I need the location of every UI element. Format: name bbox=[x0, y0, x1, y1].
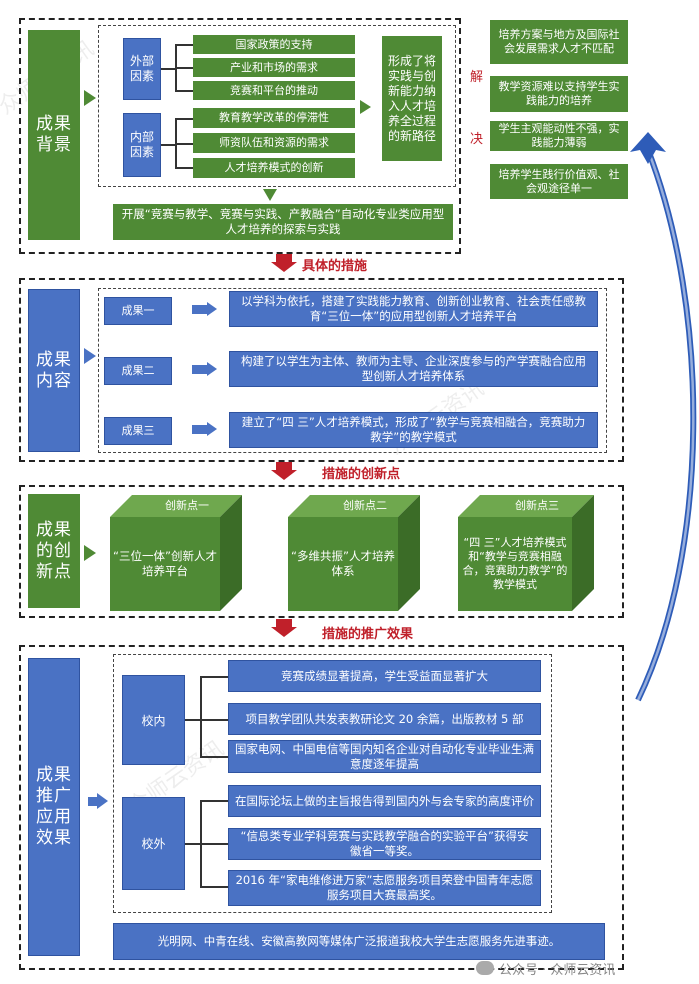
external-factor-label: 外部因素 bbox=[123, 38, 161, 100]
inner-item: 国家电网、中国电信等国内知名企业对自动化专业毕业生满意度逐年提高 bbox=[228, 740, 541, 773]
cube-text: “四 三”人才培养模式和“教学与竞赛相融合，竞赛助力教学”的教学模式 bbox=[462, 536, 568, 591]
feedback-arrow-icon bbox=[630, 132, 697, 702]
section3-title: 成果的创新点 bbox=[28, 494, 80, 608]
solve-char: 决 bbox=[470, 132, 484, 147]
inner-label: 校内 bbox=[122, 675, 185, 765]
section2-title: 成果内容 bbox=[28, 289, 80, 452]
inner-item: 项目教学团队共发表教研论文 20 余篇，出版教材 5 部 bbox=[228, 703, 541, 735]
arrow-down-icon bbox=[271, 262, 297, 272]
arrow-right-icon bbox=[207, 362, 217, 376]
arrow-right-icon bbox=[97, 793, 108, 809]
outer-label: 校外 bbox=[122, 797, 185, 890]
arrow-right-icon bbox=[84, 348, 96, 364]
outer-item: 2016 年“家电维修进万家”志愿服务项目荣登中国青年志愿服务项目大赛最高奖。 bbox=[228, 870, 541, 906]
innovation-cube: 创新点三 “四 三”人才培养模式和“教学与竞赛相融合，竞赛助力教学”的教学模式 bbox=[458, 495, 594, 611]
arrow-right-icon bbox=[84, 90, 96, 106]
internal-factor-label: 内部因素 bbox=[123, 113, 161, 177]
watermark-text: 公众号 · 众师云资讯 bbox=[499, 962, 616, 978]
result-text: 构建了以学生为主体、教师为主导、企业深度参与的产学赛融合应用型创新人才培养体系 bbox=[229, 351, 598, 387]
solve-char: 解 bbox=[470, 70, 484, 85]
result-label: 成果一 bbox=[104, 297, 172, 325]
outer-item: 在国际论坛上做的主旨报告得到国内外与会专家的高度评价 bbox=[228, 785, 541, 817]
problem-box: 培养学生践行价值观、社会观途径单一 bbox=[490, 164, 628, 199]
internal-item: 师资队伍和资源的需求 bbox=[193, 133, 355, 153]
arrow-down-icon bbox=[276, 462, 292, 470]
media-box: 光明网、中青在线、安徽高教网等媒体广泛报道我校大学生志愿服务先进事迹。 bbox=[113, 923, 605, 960]
arrow-label: 措施的推广效果 bbox=[322, 627, 414, 642]
cube-text: “三位一体”创新人才培养平台 bbox=[113, 549, 217, 578]
external-item: 产业和市场的需求 bbox=[193, 58, 355, 77]
arrow-down-icon bbox=[271, 470, 297, 480]
arrow-down-icon bbox=[276, 254, 292, 262]
internal-item: 教育教学改革的停滞性 bbox=[193, 108, 355, 128]
section3-frame bbox=[19, 485, 624, 618]
arrow-down-icon bbox=[276, 619, 292, 627]
problem-box: 教学资源难以支持学生实践能力的培养 bbox=[490, 76, 628, 112]
result-text: 建立了“四 三”人才培养模式，形成了“教学与竞赛相融合，竞赛助力教学”的教学模式 bbox=[229, 412, 598, 448]
problem-box: 学生主观能动性不强，实践能力薄弱 bbox=[490, 121, 628, 151]
result-label: 成果二 bbox=[104, 357, 172, 385]
arrow-right-icon bbox=[360, 100, 371, 114]
section1-title: 成果背景 bbox=[28, 30, 80, 240]
external-item: 竞赛和平台的推动 bbox=[193, 81, 355, 100]
arrow-label: 措施的创新点 bbox=[322, 467, 401, 482]
cube-top-label: 创新点三 bbox=[515, 499, 559, 512]
result-text: 以学科为依托，搭建了实践能力教育、创新创业教育、社会责任感教育“三位一体”的应用… bbox=[229, 291, 598, 327]
inner-item: 竞赛成绩显著提高，学生受益面显著扩大 bbox=[228, 660, 541, 692]
result-box: 形成了将实践与创新能力纳入人才培养全过程的新路径 bbox=[382, 36, 442, 161]
arrow-down-icon bbox=[263, 189, 277, 201]
cube-top-label: 创新点一 bbox=[165, 499, 209, 512]
cube-top-label: 创新点二 bbox=[343, 499, 387, 512]
problem-box: 培养方案与地方及国际社会发展需求人才不匹配 bbox=[490, 20, 628, 64]
cube-text: “多维共振”人才培养体系 bbox=[291, 549, 395, 578]
innovation-cube: 创新点二 “多维共振”人才培养体系 bbox=[288, 495, 420, 611]
arrow-right-icon bbox=[207, 302, 217, 316]
results-frame bbox=[98, 288, 607, 453]
factors-frame bbox=[98, 25, 456, 187]
watermark: 公众号 · 众师云资讯 bbox=[476, 958, 615, 978]
section4-title: 成果推广应用效果 bbox=[28, 658, 80, 956]
arrow-right-icon bbox=[84, 545, 96, 561]
outer-item: “信息类专业学科竞赛与实践教学融合的实验平台”获得安徽省一等奖。 bbox=[228, 828, 541, 860]
wechat-icon bbox=[476, 961, 494, 975]
practice-box: 开展“竞赛与教学、竞赛与实践、产教融合”自动化专业类应用型人才培养的探索与实践 bbox=[113, 204, 453, 240]
internal-item: 人才培养模式的创新 bbox=[193, 158, 355, 178]
external-item: 国家政策的支持 bbox=[193, 35, 355, 54]
effects-frame bbox=[113, 654, 552, 913]
section2-frame bbox=[19, 278, 624, 462]
arrow-down-icon bbox=[271, 627, 297, 637]
arrow-right-icon bbox=[207, 422, 217, 436]
arrow-label: 具体的措施 bbox=[302, 259, 368, 274]
result-label: 成果三 bbox=[104, 417, 172, 445]
section4-frame bbox=[19, 645, 624, 970]
section1-frame bbox=[19, 18, 461, 254]
innovation-cube: 创新点一 “三位一体”创新人才培养平台 bbox=[110, 495, 242, 611]
